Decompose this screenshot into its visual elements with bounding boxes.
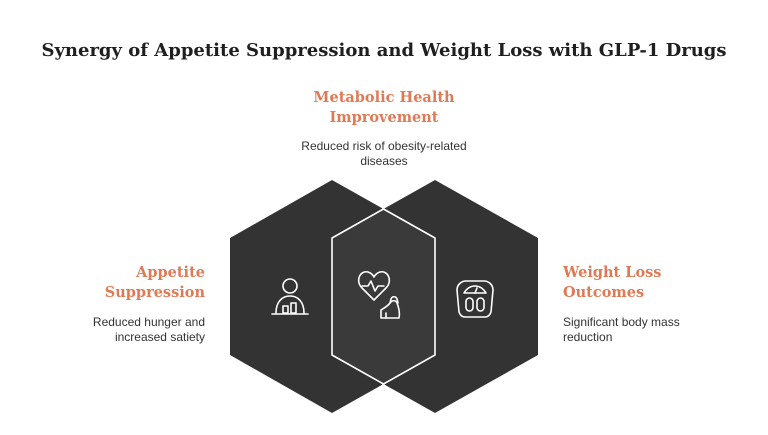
appetite-suppression-heading: Appetite Suppression <box>5 263 205 303</box>
metabolic-health-description: Reduced risk of obesity-related diseases <box>234 139 534 169</box>
metabolic-health-heading: Metabolic Health Improvement <box>234 88 534 128</box>
heart-arm-icon <box>357 271 401 319</box>
weight-loss-outcomes-description-line2: reduction <box>563 330 613 344</box>
weight-loss-outcomes-description: Significant body mass reduction <box>563 315 763 345</box>
overlap-region <box>331 208 436 385</box>
appetite-suppression-heading-line1: Appetite <box>136 264 205 281</box>
weight-loss-outcomes-heading-line1: Weight Loss <box>563 264 662 281</box>
weight-loss-outcomes-heading: Weight Loss Outcomes <box>563 263 763 303</box>
weight-loss-outcomes-description-line1: Significant body mass <box>563 315 680 329</box>
appetite-suppression-heading-line2: Suppression <box>104 284 205 301</box>
appetite-suppression-description-line2: increased satiety <box>114 330 205 344</box>
person-eating-icon <box>271 278 309 315</box>
appetite-suppression-description-line1: Reduced hunger and <box>92 315 205 329</box>
metabolic-health-description-line2: diseases <box>360 154 408 168</box>
appetite-suppression-description: Reduced hunger and increased satiety <box>5 315 205 345</box>
metabolic-health-heading-line1: Metabolic Health <box>313 89 455 106</box>
metabolic-health-description-line1: Reduced risk of obesity-related <box>301 139 467 153</box>
weight-loss-outcomes-heading-line2: Outcomes <box>563 284 645 301</box>
metabolic-health-heading-line2: Improvement <box>329 109 439 126</box>
scale-icon <box>456 280 494 318</box>
diagram-title: Synergy of Appetite Suppression and Weig… <box>41 40 727 61</box>
